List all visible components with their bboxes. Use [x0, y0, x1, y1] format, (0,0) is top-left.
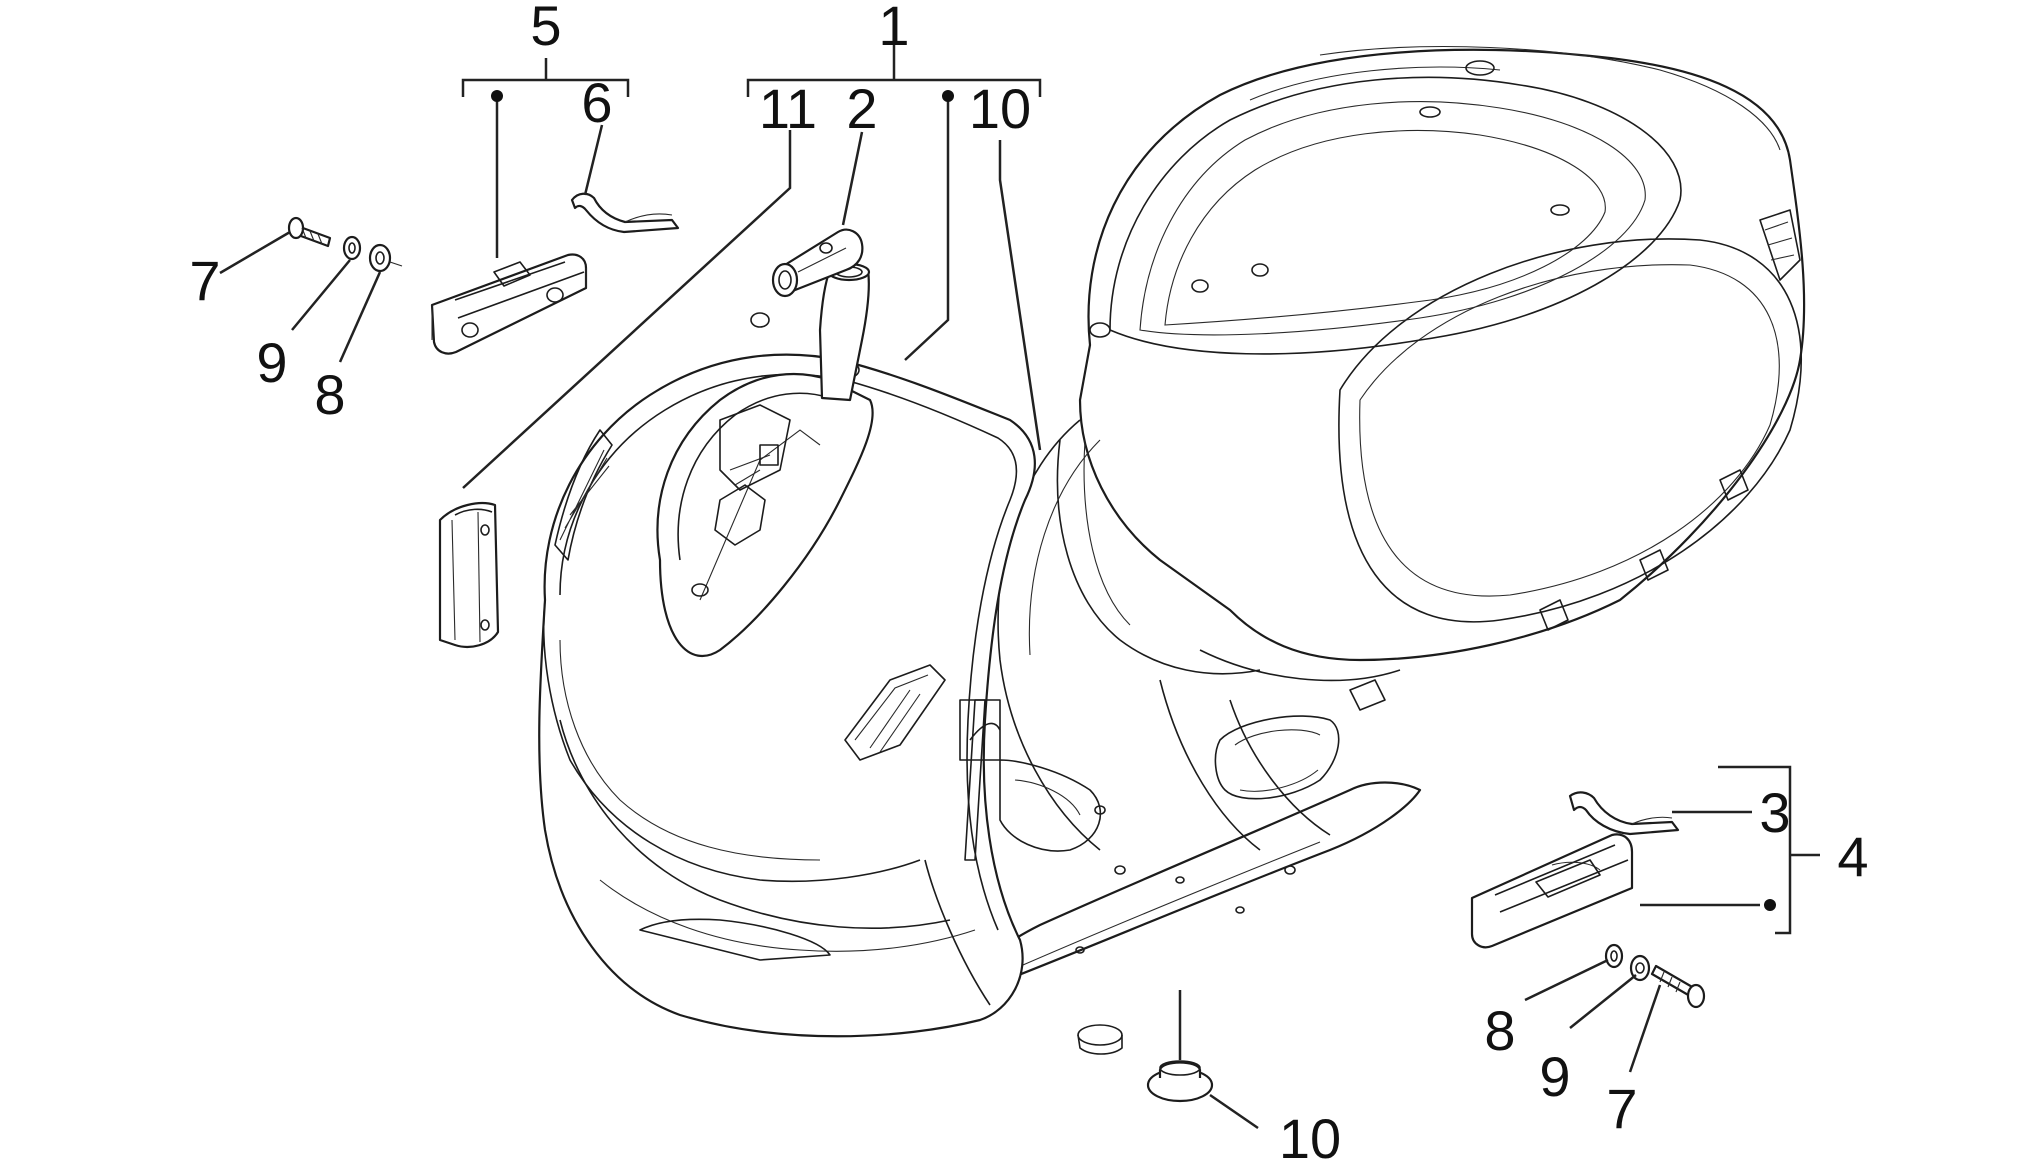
callout-9-left: 9: [256, 331, 287, 394]
callout-7-right: 7: [1606, 1077, 1637, 1140]
part-2-bushing: [771, 228, 864, 298]
callout-10-bottom: 10: [1279, 1107, 1341, 1165]
right-fasteners: [1604, 943, 1706, 1009]
part-10-grommet: [1146, 1060, 1214, 1103]
callout-labels: 5 6 1 11 2 10 7 9 8 3 4 8 9 7 10: [189, 0, 1868, 1165]
callout-4: 4: [1837, 825, 1868, 888]
part-6-left-clip: [570, 192, 680, 234]
part-11-plate: [438, 502, 500, 649]
kit-marker-dot: [1764, 899, 1776, 911]
callout-8-left: 8: [314, 363, 345, 426]
callout-3: 3: [1759, 781, 1790, 844]
kit-marker-dot: [942, 90, 954, 102]
callout-1: 1: [878, 0, 909, 57]
callout-2: 2: [846, 77, 877, 140]
callout-9-right: 9: [1539, 1045, 1570, 1108]
body-frame: [538, 46, 1806, 1055]
callout-6: 6: [581, 71, 612, 134]
kit-marker-dot: [491, 90, 503, 102]
part-3-right-clip: [1568, 791, 1680, 836]
callout-7-left: 7: [189, 249, 220, 312]
callout-11: 11: [759, 77, 817, 140]
callout-8-right: 8: [1484, 999, 1515, 1062]
callout-10-top: 10: [969, 77, 1031, 140]
callout-5: 5: [530, 0, 561, 57]
leader-lines: [219, 45, 1820, 1130]
part-4-right-footrest: [1470, 833, 1634, 949]
part-5-left-footrest: [430, 253, 588, 355]
left-fasteners: [287, 216, 403, 273]
